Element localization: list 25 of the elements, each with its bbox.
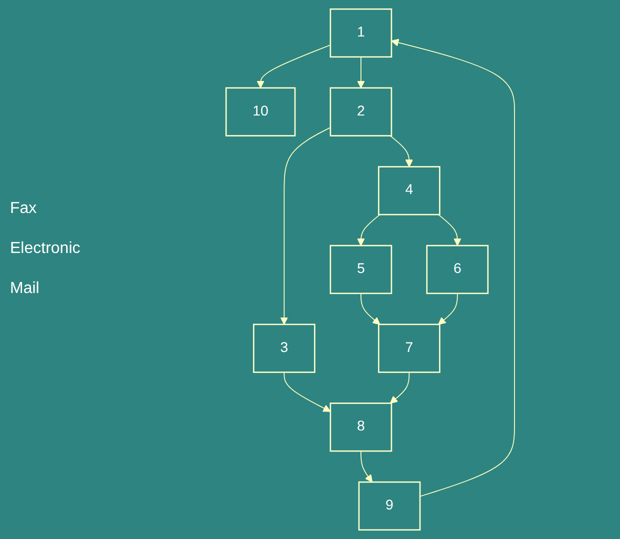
node-box: 6 (426, 244, 488, 294)
arrow (283, 372, 330, 412)
node-box: 7 (378, 324, 440, 373)
arrow (438, 292, 458, 325)
annotation-label: Fax (10, 200, 37, 218)
arrow (438, 214, 461, 246)
arrow (389, 135, 413, 168)
annotation-label: Electronic (10, 240, 80, 258)
node-box: 4 (378, 166, 440, 216)
arrow (390, 38, 515, 497)
node-box: 5 (329, 244, 392, 294)
arrow (256, 44, 331, 88)
node-box: 1 (329, 8, 392, 58)
arrow (280, 127, 331, 325)
node-box: 3 (252, 324, 316, 373)
arrow (356, 56, 365, 88)
node-box: 9 (358, 481, 420, 531)
annotation-label: Mail (10, 280, 40, 298)
node-box: 8 (329, 402, 392, 452)
node-box: 2 (329, 87, 392, 136)
arrow (360, 450, 372, 482)
node-box: 10 (225, 87, 296, 136)
arrow (356, 214, 380, 246)
arrow (390, 372, 410, 404)
arrow (360, 292, 380, 325)
